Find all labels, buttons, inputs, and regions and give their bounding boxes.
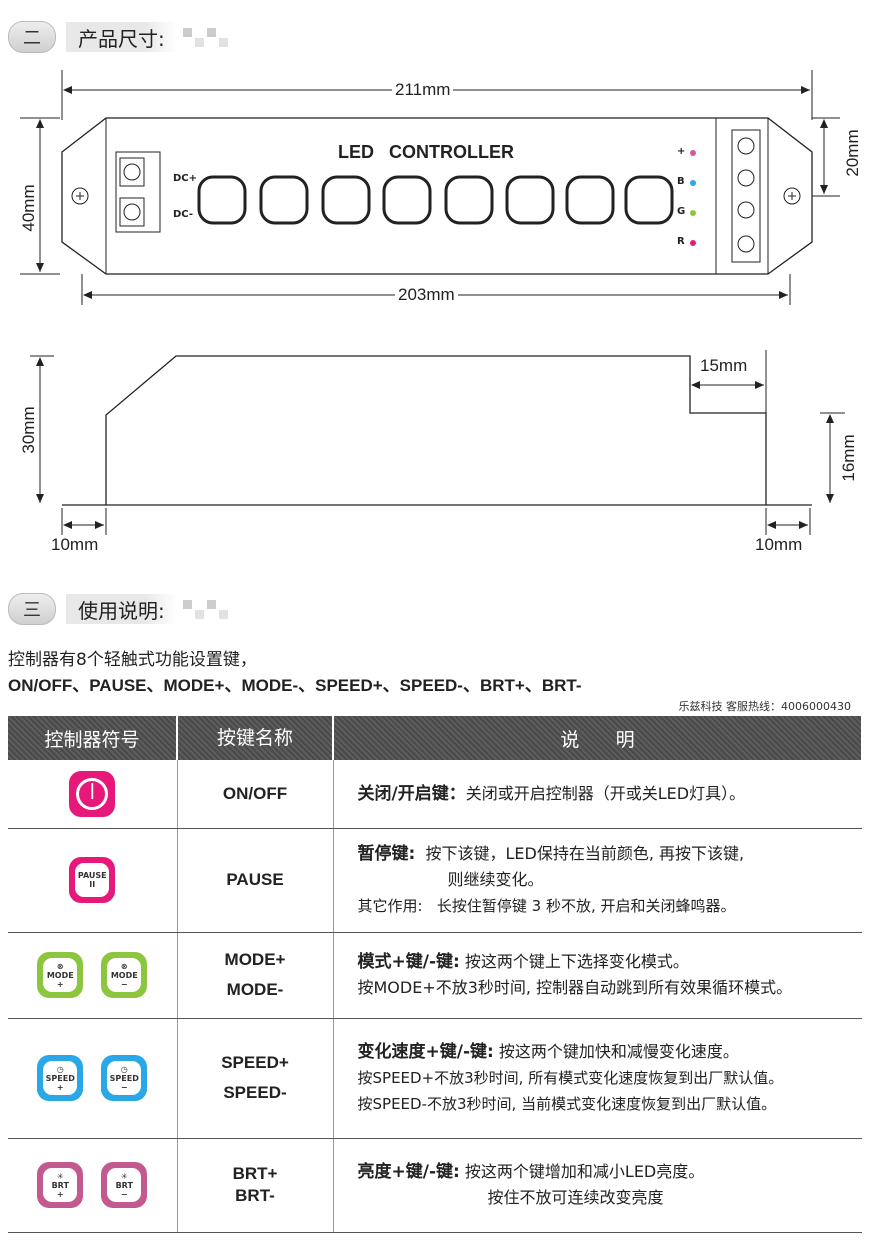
hotline: 乐兹科技 客服热线：4006000430 <box>678 700 851 713</box>
top-view-drawing <box>20 70 840 305</box>
desc-title: 亮度+键/-键: <box>357 1162 460 1182</box>
table-row: ◷SPEED+ ◷SPEED− SPEED+ SPEED- 变化速度+键/-键: 按… <box>8 1018 862 1139</box>
key-name: SPEED+ <box>221 1053 289 1072</box>
key-list: ON/OFF、PAUSE、MODE+、MODE-、SPEED+、SPEED-、B… <box>8 676 582 695</box>
decorative-pixels <box>182 599 228 619</box>
dim-step-width: 15mm <box>700 356 748 375</box>
key-name: MODE- <box>226 980 284 999</box>
desc-title: 变化速度+键/-键: <box>357 1042 494 1062</box>
pin-dot-r <box>690 240 696 246</box>
header-key-name: 按键名称 <box>177 716 334 760</box>
dim-right-offset: 10mm <box>755 535 803 554</box>
desc-text: 按这两个键增加和减小LED亮度。 <box>464 1162 705 1181</box>
header-symbol: 控制器符号 <box>8 716 178 760</box>
pin-label-b: B <box>677 176 685 187</box>
key-name: BRT- <box>235 1186 275 1205</box>
desc-text: 按SPEED-不放3秒时间, 当前模式变化速度恢复到出厂默认值。 <box>357 1095 777 1113</box>
key-name: BRT+ <box>232 1164 278 1183</box>
extra-label: 其它作用: <box>357 897 423 915</box>
dim-height: 40mm <box>19 184 38 232</box>
desc-text: 关闭或开启控制器（开或关LED灯具）。 <box>465 783 746 803</box>
key-name: MODE+ <box>224 950 286 969</box>
section-title: 产品尺寸: <box>66 22 177 52</box>
key-spec-table: 控制器符号 按键名称 说 明 | ON/OFF 关闭/开启键：关闭或开启控制器（… <box>8 716 863 1233</box>
pin-label-plus: + <box>677 146 686 157</box>
mode-minus-icon: ⊗MODE− <box>101 952 148 998</box>
table-row: | ON/OFF 关闭/开启键：关闭或开启控制器（开或关LED灯具）。 <box>8 760 862 829</box>
dc-minus-label: DC- <box>173 209 194 220</box>
desc-text: 按下该键，LED保持在当前颜色, 再按下该键, <box>425 844 745 863</box>
desc-title: 关闭/开启键： <box>357 783 466 804</box>
header-description: 说 明 <box>333 716 863 760</box>
dim-side-height: 30mm <box>19 406 38 454</box>
dim-overall-width: 211mm <box>392 80 454 100</box>
desc-text: 按这两个键上下选择变化模式。 <box>464 952 689 971</box>
pin-label-r: R <box>677 236 685 247</box>
intro-text: 控制器有8个轻触式功能设置键， <box>8 650 257 670</box>
mode-plus-icon: ⊗MODE+ <box>37 952 84 998</box>
pin-dot-plus <box>690 150 696 156</box>
speed-minus-icon: ◷SPEED− <box>101 1055 148 1101</box>
key-name: ON/OFF <box>177 760 334 829</box>
dim-left-offset: 10mm <box>51 535 99 554</box>
dc-plus-label: DC+ <box>173 173 198 184</box>
extra-text: 长按住暂停键 3 秒不放, 开启和关闭蜂鸣器。 <box>436 897 736 915</box>
pin-dot-b <box>690 180 696 186</box>
speed-plus-icon: ◷SPEED+ <box>37 1055 84 1101</box>
section-heading-dimensions: 二 产品尺寸: <box>8 20 228 54</box>
controller-label: LED CONTROLLER <box>338 142 514 162</box>
section-number: 三 <box>8 593 56 625</box>
pin-dot-g <box>690 210 696 216</box>
desc-title: 暂停键: <box>357 844 416 864</box>
decorative-pixels <box>182 27 228 47</box>
desc-title: 模式+键/-键: <box>357 952 460 972</box>
dim-inner-width: 203mm <box>395 285 458 305</box>
side-view-drawing <box>30 350 845 535</box>
table-row: ⊗MODE+ ⊗MODE− MODE+ MODE- 模式+键/-键: 按这两个键上下… <box>8 932 862 1019</box>
table-row: ✳BRT+ ✳BRT− BRT+ BRT- 亮度+键/-键: 按这两个键增加和减小L… <box>8 1138 862 1233</box>
section-title: 使用说明: <box>66 594 177 624</box>
section-heading-usage: 三 使用说明: <box>8 592 228 626</box>
desc-text: 按这两个键加快和减慢变化速度。 <box>498 1042 739 1061</box>
desc-text: 按MODE+不放3秒时间, 控制器自动跳到所有效果循环模式。 <box>357 978 793 997</box>
dim-terminal-height: 20mm <box>843 129 862 177</box>
brt-plus-icon: ✳BRT+ <box>37 1162 84 1208</box>
key-name: SPEED- <box>223 1083 287 1102</box>
desc-text: 按SPEED+不放3秒时间, 所有模式变化速度恢复到出厂默认值。 <box>357 1069 784 1087</box>
key-name: PAUSE <box>177 828 334 933</box>
brt-minus-icon: ✳BRT− <box>101 1162 148 1208</box>
desc-text: 则继续变化。 <box>447 870 544 889</box>
pin-label-g: G <box>677 206 686 217</box>
dim-step-height: 16mm <box>839 434 858 482</box>
desc-text: 按住不放可连续改变亮度 <box>487 1188 664 1207</box>
power-icon: | <box>69 770 116 817</box>
section-number: 二 <box>8 21 56 53</box>
